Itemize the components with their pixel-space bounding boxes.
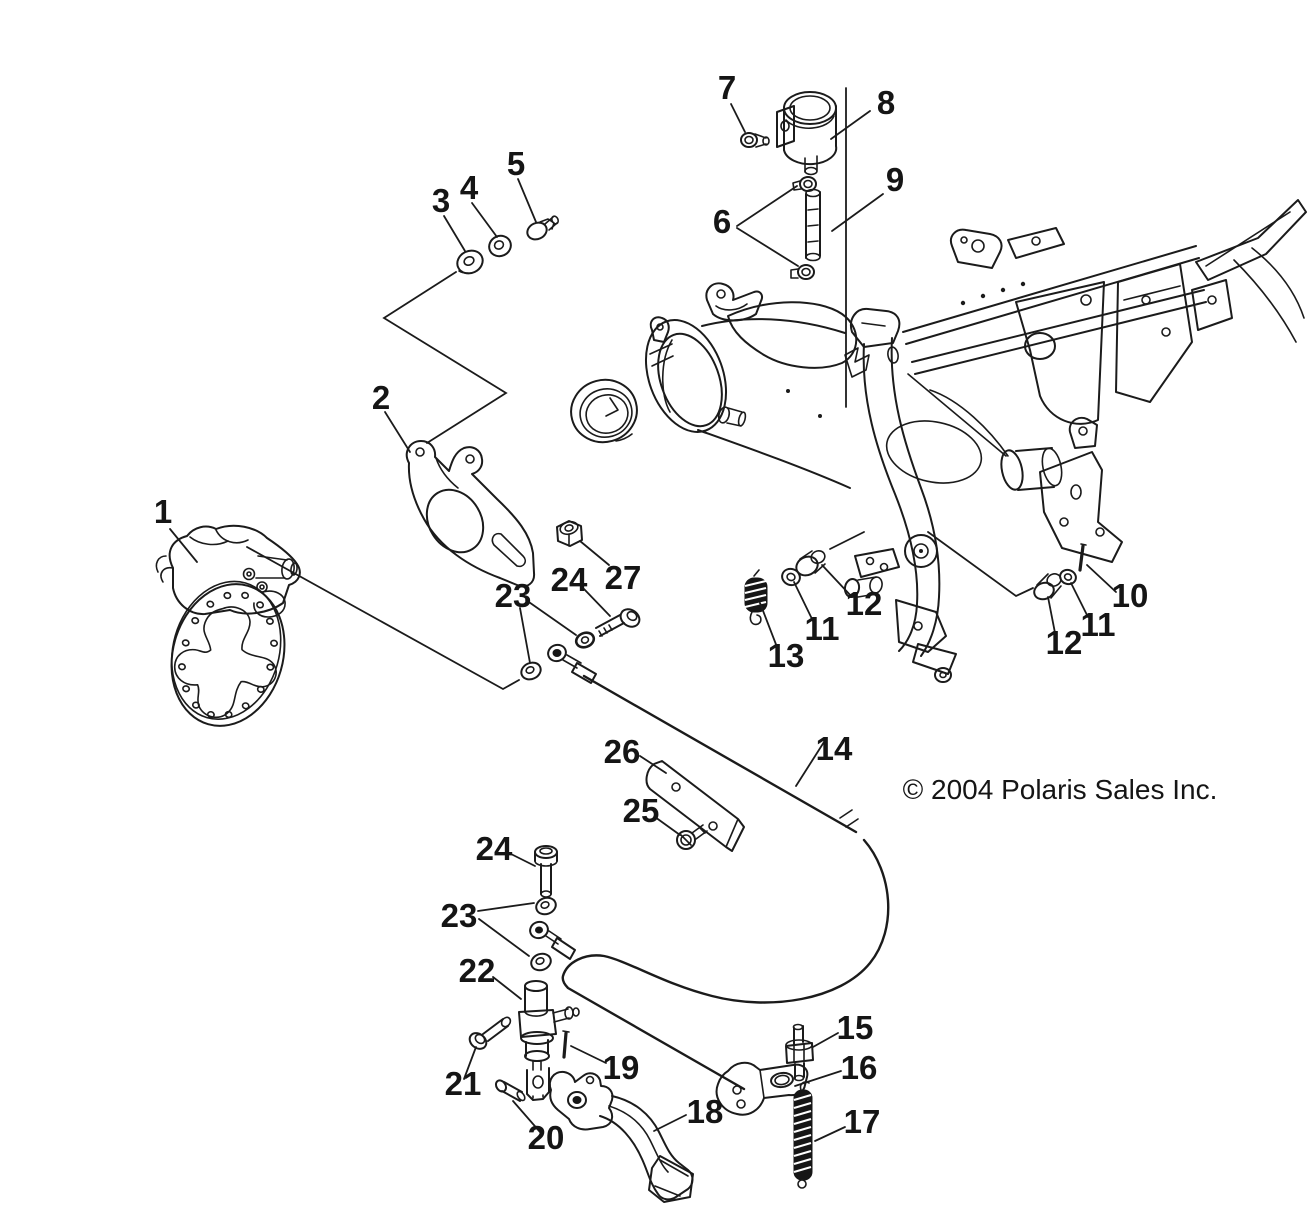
part-label-24-lower: 24 — [476, 830, 513, 867]
part-labels: 1 2 3 4 5 6 7 8 9 10 11 12 12 11 13 14 1… — [154, 69, 1149, 1156]
caliper-mount-bracket — [384, 411, 536, 588]
bolt-5 — [526, 215, 560, 241]
part-label-18: 18 — [687, 1093, 724, 1130]
reservoir-8 — [776, 91, 838, 176]
part-label-8: 8 — [877, 84, 895, 121]
adjuster-15 — [785, 1023, 839, 1082]
part-label-21: 21 — [445, 1065, 482, 1102]
bolt-7 — [740, 132, 770, 148]
part-label-5: 5 — [507, 145, 525, 182]
part-label-24-upper: 24 — [551, 561, 588, 598]
part-label-9: 9 — [886, 161, 904, 198]
bolt-24-lower — [508, 845, 558, 898]
nut-27 — [556, 520, 610, 566]
brake-disc-caliper — [155, 524, 520, 727]
part-label-3: 3 — [432, 182, 450, 219]
part-label-19: 19 — [603, 1049, 640, 1086]
part-label-14: 14 — [816, 730, 853, 767]
washer-11-right — [1059, 568, 1089, 618]
hose-9 — [805, 188, 821, 262]
part-label-7: 7 — [718, 69, 736, 106]
copyright-notice: © 2004 Polaris Sales Inc. — [903, 774, 1218, 805]
frame-leader-line — [927, 531, 1034, 598]
washer-11-left — [781, 567, 814, 622]
part-label-1: 1 — [154, 493, 172, 530]
pin-19 — [562, 1030, 607, 1064]
bolt-24-upper — [583, 588, 641, 637]
part-label-25: 25 — [623, 792, 660, 829]
washers-and-bolt-345 — [382, 178, 560, 444]
master-cylinder-22 — [492, 976, 580, 1101]
bolt-21 — [463, 1016, 512, 1080]
swingarm-frame — [644, 199, 1307, 683]
cable-bracket-16 — [715, 1061, 842, 1116]
spring-17 — [793, 1081, 846, 1189]
part-label-23-upper: 23 — [495, 577, 532, 614]
washer-rodend-23-lower — [477, 896, 576, 972]
brake-cable-14 — [547, 643, 890, 1091]
part-label-23-lower: 23 — [441, 897, 478, 934]
clevis-pin-20 — [494, 1079, 541, 1133]
bushing-12-left — [795, 531, 865, 598]
part-label-22: 22 — [459, 952, 496, 989]
part-label-2: 2 — [372, 379, 390, 416]
seal-ring — [570, 378, 638, 444]
part-label-15: 15 — [837, 1009, 874, 1046]
disc-bolt-holes — [178, 591, 278, 719]
part-label-12-left: 12 — [846, 585, 883, 622]
part-label-11-right: 11 — [1081, 606, 1116, 643]
part-label-16: 16 — [841, 1049, 878, 1086]
part-label-13: 13 — [768, 637, 805, 674]
cable-guide-26 — [639, 755, 745, 852]
cable-rod-end — [547, 643, 597, 684]
bushing-12-right — [1033, 573, 1062, 639]
brake-disc — [170, 580, 286, 727]
clamp-6-lower — [790, 264, 815, 280]
part-label-4: 4 — [460, 169, 479, 206]
washer-23-upper-pair — [519, 599, 596, 681]
part-label-27: 27 — [605, 559, 642, 596]
brake-pedal-18 — [548, 1070, 694, 1203]
part-label-6: 6 — [713, 203, 731, 240]
spring-13 — [744, 569, 778, 648]
pin-10 — [1078, 543, 1117, 593]
part-label-17: 17 — [844, 1103, 881, 1140]
part-label-10: 10 — [1112, 577, 1149, 614]
part-label-26: 26 — [604, 733, 641, 770]
brake-caliper — [155, 524, 301, 618]
part-label-20: 20 — [528, 1119, 565, 1156]
part-label-12-right: 12 — [1046, 624, 1083, 661]
part-label-11-left: 11 — [805, 610, 840, 647]
screw-25 — [654, 816, 708, 850]
